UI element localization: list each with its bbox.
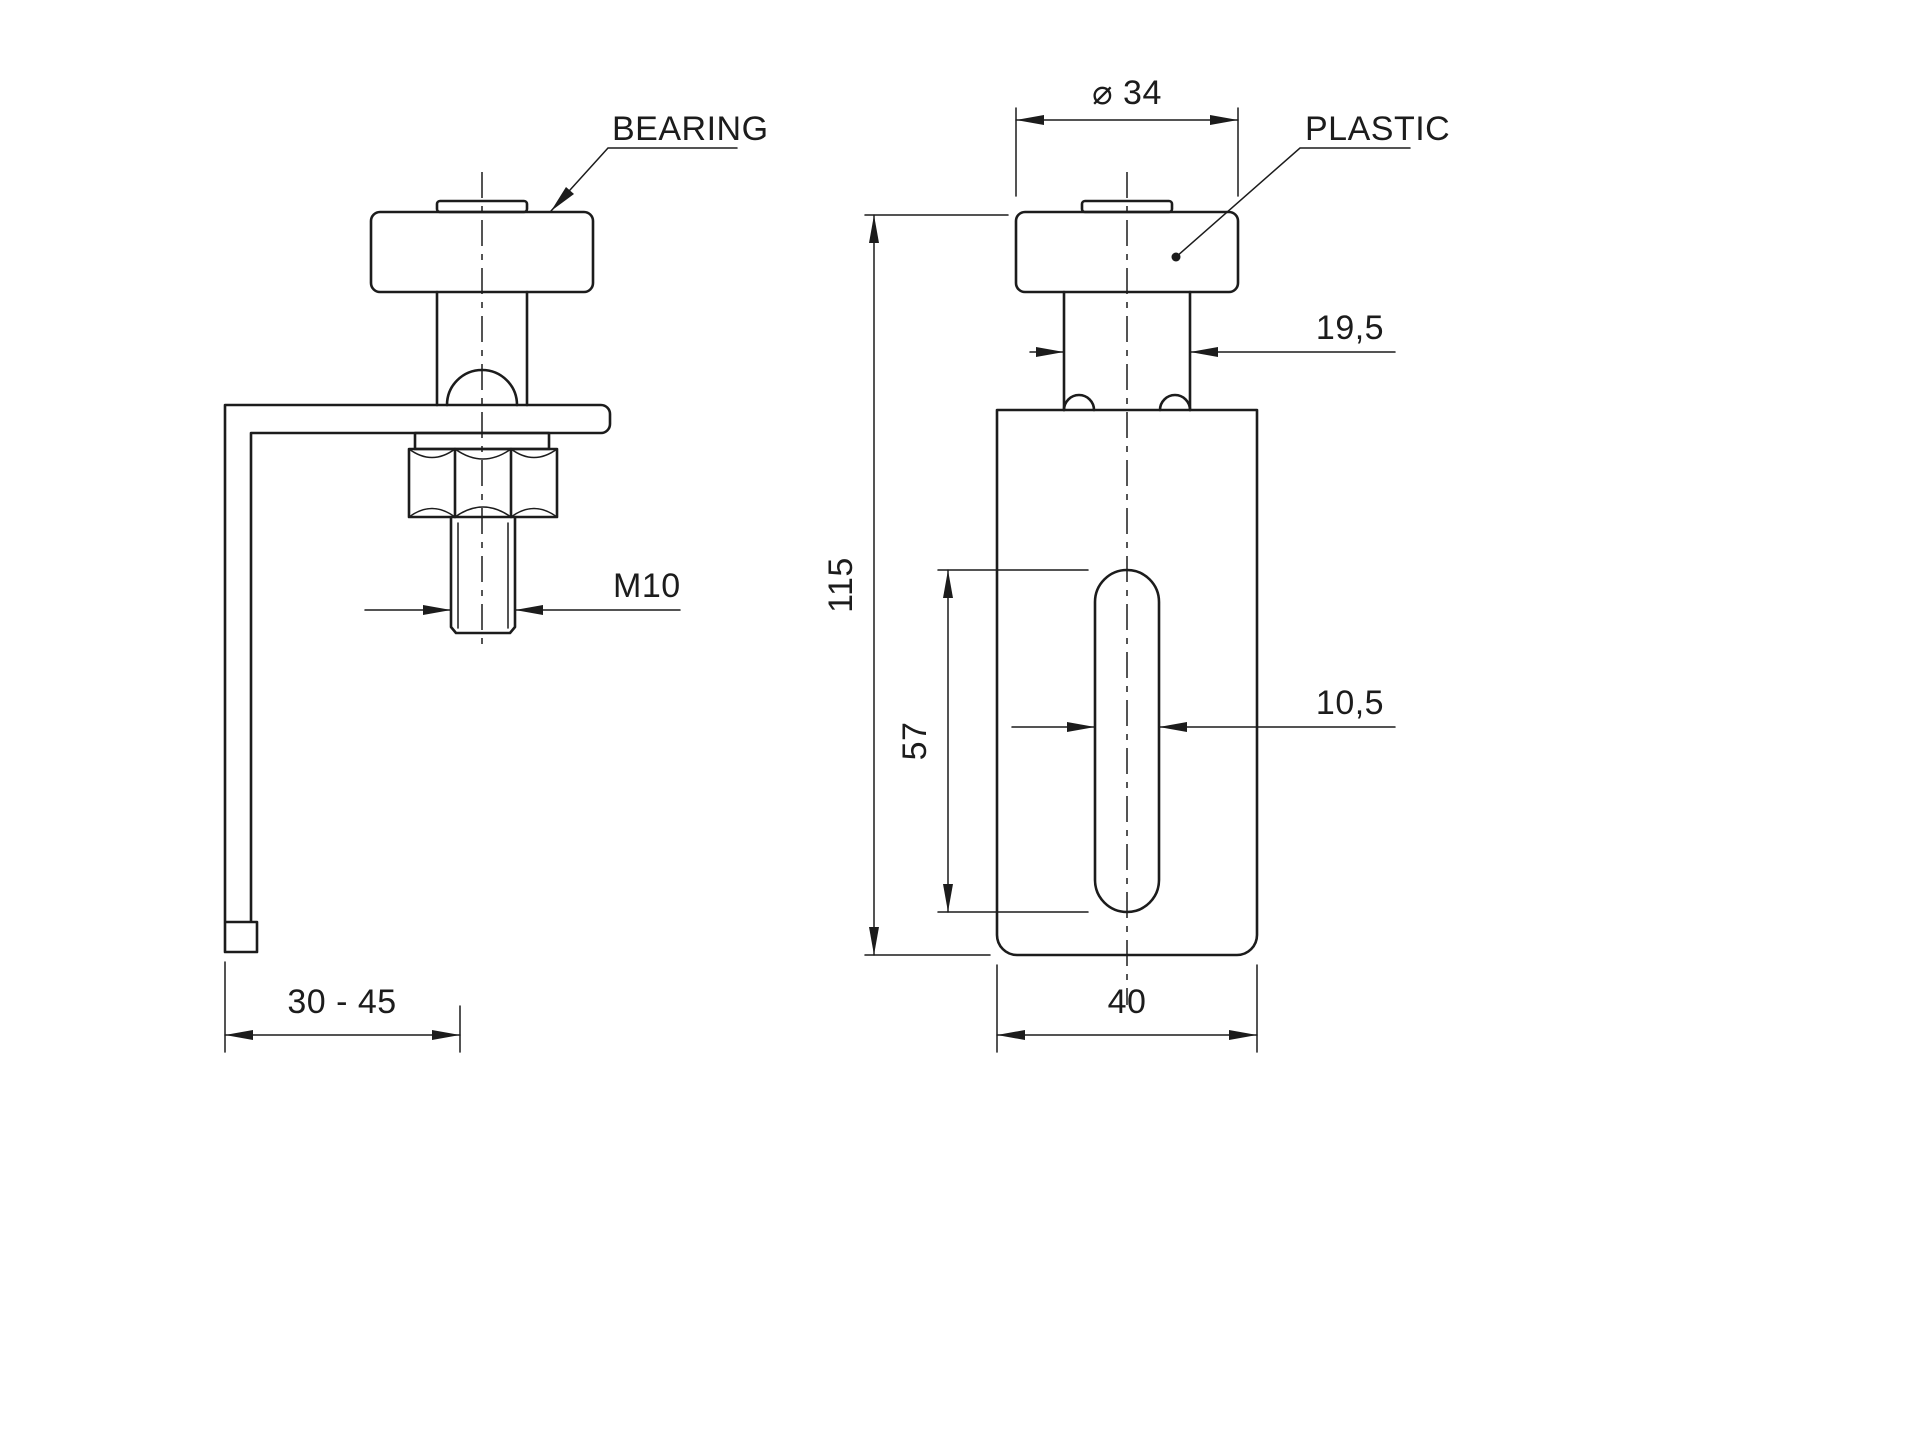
dimension-roller-diameter: ⌀ 34	[1015, 74, 1239, 197]
threaded-rod-outline	[449, 515, 517, 635]
dim-115-text: 115	[822, 557, 860, 613]
dim-m10-arrow-right	[515, 605, 543, 615]
dim-40-extensions	[996, 964, 1258, 1053]
dim-19-5-arrow-right	[1190, 347, 1218, 357]
bearing-outline	[369, 210, 595, 294]
dim-115-arrow-top	[869, 215, 879, 243]
bearing-leader-line	[550, 147, 738, 212]
dim-19-5-arrow-left	[1036, 347, 1064, 357]
bolt-shoulder-dome	[445, 368, 519, 407]
plastic-leader-dot	[1171, 252, 1181, 262]
dim-57-extensions	[937, 569, 1089, 913]
hex-nut-facet-lines	[453, 447, 513, 519]
dim-dia34-arrow-left	[1016, 115, 1044, 125]
dim-40-arrow-left	[997, 1030, 1025, 1040]
dim-m10-text: M10	[613, 567, 681, 605]
dim-mount-range-arrow-right	[432, 1030, 460, 1040]
hex-nut-chamfer-arcs	[408, 448, 558, 518]
dim-dia34-text: ⌀ 34	[1092, 74, 1162, 112]
dim-dia34-arrow-right	[1210, 115, 1238, 125]
side-view: BEARING M10 30 - 45	[223, 110, 769, 1053]
dim-mount-range-extensions	[224, 961, 461, 1053]
dim-10-5-text: 10,5	[1316, 684, 1384, 722]
dimension-body-width: 40	[996, 964, 1258, 1053]
dim-57-text: 57	[896, 722, 934, 761]
dim-57-arrow-top	[943, 570, 953, 598]
dim-40-text: 40	[1108, 983, 1147, 1021]
dim-10-5-arrow-right	[1159, 722, 1187, 732]
dimension-slot-width: 10,5	[1011, 684, 1396, 732]
plastic-label: PLASTIC	[1305, 110, 1450, 148]
dim-mount-range-arrow-left	[225, 1030, 253, 1040]
dim-115-extensions	[864, 214, 1009, 956]
bearing-leader-arrow	[551, 187, 574, 211]
bearing-label-group: BEARING	[550, 110, 769, 212]
dim-m10-arrow-left	[423, 605, 451, 615]
neck-outline	[1062, 290, 1192, 412]
body-plate-outline	[995, 408, 1259, 957]
dim-19-5-text: 19,5	[1316, 309, 1384, 347]
l-bracket-outline	[223, 403, 612, 954]
dim-dia34-extensions	[1015, 107, 1239, 197]
dim-57-arrow-bottom	[943, 884, 953, 912]
thread-minor-lines	[457, 522, 509, 629]
bearing-label: BEARING	[612, 110, 769, 148]
neck-flare-arcs	[1062, 393, 1192, 412]
dimension-neck-width: 19,5	[1029, 309, 1396, 357]
dim-40-arrow-right	[1229, 1030, 1257, 1040]
shaft-outline	[435, 290, 529, 407]
dimension-mount-range: 30 - 45	[224, 961, 461, 1053]
dimension-overall-height: 115	[822, 214, 1009, 956]
dim-10-5-arrow-left	[1067, 722, 1095, 732]
plastic-label-group: PLASTIC	[1171, 110, 1450, 262]
dimension-m10: M10	[364, 567, 681, 615]
plastic-leader-line	[1175, 147, 1411, 258]
roller-outline	[1014, 210, 1240, 294]
dim-115-arrow-bottom	[869, 927, 879, 955]
dim-mount-range-text: 30 - 45	[287, 983, 396, 1021]
dimension-slot-length: 57	[896, 569, 1089, 913]
front-view: PLASTIC ⌀ 34 19,5 115	[822, 74, 1450, 1053]
hex-nut-outline	[407, 447, 559, 519]
adjustment-slot-outline	[1093, 568, 1161, 914]
